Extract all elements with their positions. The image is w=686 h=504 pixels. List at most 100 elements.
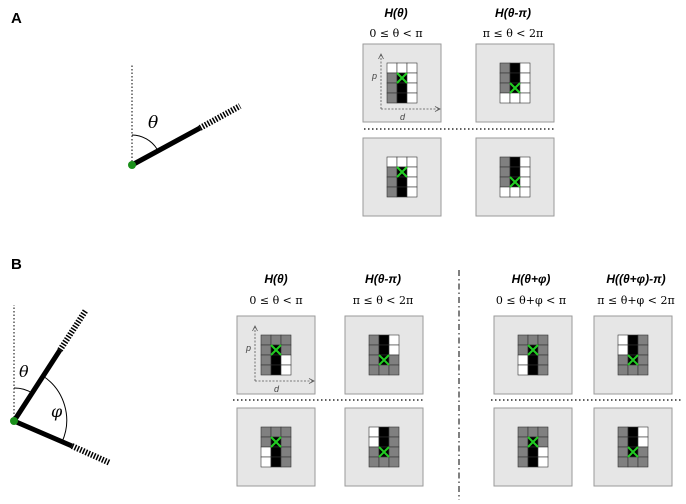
histogram-box — [475, 137, 555, 217]
histogram-cell — [406, 82, 418, 94]
histogram-cell — [627, 456, 639, 468]
histogram-cell — [386, 166, 398, 178]
a-col1-title: H(θ) — [384, 6, 408, 20]
histogram-cell — [627, 436, 639, 448]
histogram-cell — [368, 354, 380, 366]
histogram-cell — [406, 156, 418, 168]
histogram-cell — [270, 364, 282, 376]
histogram-cell — [509, 92, 521, 104]
histogram-cell — [378, 344, 390, 356]
histogram-cell — [270, 426, 282, 438]
d-axis-arrow — [308, 378, 315, 384]
b-segment2-hatched — [70, 443, 112, 466]
histogram-cell — [627, 344, 639, 356]
b-segment1-hatched — [57, 308, 89, 352]
x-marker-icon — [509, 82, 521, 94]
histogram-cell — [368, 446, 380, 458]
histogram-cell — [388, 364, 400, 376]
histogram-cell — [396, 82, 408, 94]
histogram-cell — [260, 344, 272, 356]
histogram-cell — [519, 186, 531, 198]
histogram-cell — [396, 156, 408, 168]
histogram-cell — [617, 334, 629, 346]
x-marker-icon — [270, 344, 282, 356]
histogram-cell — [260, 456, 272, 468]
histogram-cell — [517, 456, 529, 468]
histogram-cell — [499, 92, 511, 104]
panel-b-segment-diagram: θ φ — [10, 305, 112, 466]
histogram-cell — [280, 334, 292, 346]
histogram-cell — [499, 82, 511, 94]
histogram-cell — [617, 344, 629, 356]
histogram-cell — [378, 364, 390, 376]
histogram-cell — [270, 456, 282, 468]
histogram-cell — [517, 426, 529, 438]
histogram-cell — [527, 446, 539, 458]
histogram-cell — [637, 426, 649, 438]
histogram-cell — [509, 166, 521, 178]
a-col2-title: H(θ-π) — [495, 6, 531, 20]
histogram-cell — [378, 436, 390, 448]
histogram-cell — [527, 364, 539, 376]
histogram-cell — [637, 354, 649, 366]
histogram-box — [344, 315, 424, 395]
histogram-box — [475, 43, 555, 123]
x-marker-icon — [396, 72, 408, 84]
histogram-cell — [280, 446, 292, 458]
histogram-cell — [396, 186, 408, 198]
x-marker-icon — [270, 436, 282, 448]
histogram-cell — [527, 456, 539, 468]
histogram-cell — [537, 364, 549, 376]
histogram-cell — [280, 344, 292, 356]
histogram-cell — [396, 62, 408, 74]
b-angle-label-phi: φ — [51, 402, 63, 421]
histogram-cell — [637, 344, 649, 356]
x-marker-icon — [527, 436, 539, 448]
histogram-cell — [499, 156, 511, 168]
histogram-cell — [388, 334, 400, 346]
histogram-cell — [260, 426, 272, 438]
histogram-cell — [537, 344, 549, 356]
histogram-cell — [406, 186, 418, 198]
histogram-cell — [519, 62, 531, 74]
histogram-cell — [368, 334, 380, 346]
panel-letter-b: B — [11, 256, 22, 273]
histogram-cell — [368, 344, 380, 356]
pivot-dot-icon — [128, 161, 136, 169]
histogram-cell — [617, 354, 629, 366]
panel-letter-a: A — [11, 10, 22, 27]
x-marker-icon — [627, 354, 639, 366]
histogram-cell — [627, 364, 639, 376]
histogram-cell — [627, 334, 639, 346]
histogram-cell — [406, 62, 418, 74]
b-col3-title: H(θ+φ) — [511, 272, 551, 286]
histogram-cell — [537, 436, 549, 448]
histogram-cell — [388, 354, 400, 366]
histogram-cell — [368, 364, 380, 376]
b-angle-label-theta: θ — [19, 362, 29, 381]
histogram-cell — [517, 344, 529, 356]
histogram-cell — [388, 426, 400, 438]
histogram-cell — [270, 446, 282, 458]
b-segment2-solid — [13, 418, 73, 449]
a-segment-hatched — [198, 103, 242, 131]
histogram-box — [493, 407, 573, 487]
histogram-cell — [406, 166, 418, 178]
histogram-cell — [280, 426, 292, 438]
histogram-cell — [509, 62, 521, 74]
histogram-cell — [519, 176, 531, 188]
histogram-cell — [519, 166, 531, 178]
d-axis-arrow — [434, 106, 441, 112]
histogram-cell — [499, 176, 511, 188]
histogram-cell — [368, 426, 380, 438]
histogram-cell — [519, 156, 531, 168]
b-col2-title: H(θ-π) — [365, 272, 401, 286]
histogram-cell — [637, 334, 649, 346]
histogram-cell — [260, 364, 272, 376]
b-angle-arc-theta — [13, 387, 33, 394]
histogram-cell — [537, 426, 549, 438]
histogram-cell — [537, 334, 549, 346]
a-angle-label: θ — [148, 113, 158, 133]
histogram-cell — [517, 446, 529, 458]
